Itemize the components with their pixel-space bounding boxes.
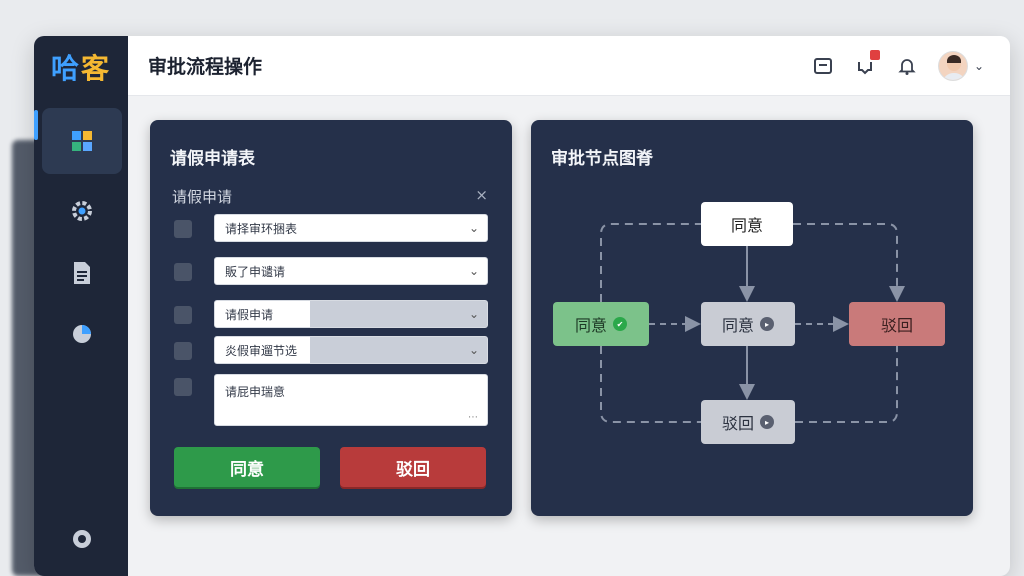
field-type-icon (174, 263, 192, 281)
checkbox[interactable] (174, 342, 192, 360)
flow-node-top[interactable]: 同意 (701, 202, 793, 246)
chevron-down-icon: ⌄ (468, 264, 479, 278)
page-title: 审批流程操作 (148, 56, 263, 78)
select-value: 请假申请 (225, 307, 274, 322)
chevron-down-icon: ⌄ (468, 343, 479, 357)
select-value: 販了申谴请 (225, 264, 286, 279)
sidebar-item-documents[interactable] (42, 240, 122, 306)
chevron-down-icon: ⌄ (468, 307, 479, 321)
select-value: 请择审环捆表 (225, 221, 298, 236)
form-panel-title: 请假申请表 (170, 149, 255, 169)
comment-icon (174, 378, 192, 396)
flow-panel-title: 审批节点图脊 (551, 149, 653, 169)
approval-flow-panel: 审批节点图脊 同意 同意 ✔ 同意 ▸ (531, 120, 973, 516)
flow-node-middle[interactable]: 同意 ▸ (701, 302, 795, 346)
approval-form-select[interactable]: 请择审环捆表 ⌄ (214, 214, 488, 242)
gear-icon (69, 198, 95, 224)
form-subtitle: 请假申请 (172, 188, 233, 206)
node-label: 驳回 (721, 414, 754, 433)
avatar[interactable] (937, 50, 968, 81)
user-settings-icon (69, 526, 95, 552)
node-label: 驳回 (880, 316, 913, 335)
bell-icon[interactable] (896, 55, 918, 77)
app-logo[interactable]: 哈客 (34, 36, 128, 98)
node-label: 同意 (730, 216, 763, 235)
flow-node-bottom[interactable]: 驳回 ▸ (701, 400, 795, 444)
applicant-select[interactable]: 販了申谴请 ⌄ (214, 257, 488, 285)
notification-task-icon[interactable] (854, 49, 880, 77)
field-type-icon (174, 220, 192, 238)
approval-node-select[interactable]: 炎假审遛节选 ⌄ (214, 336, 488, 364)
arrow-right-circle-icon: ▸ (760, 317, 774, 331)
message-icon[interactable] (812, 55, 834, 77)
top-header: 审批流程操作 ⌄ (128, 36, 1010, 96)
chevron-down-icon[interactable]: ⌄ (973, 58, 984, 73)
arrow-right-circle-icon: ▸ (760, 415, 774, 429)
header-actions: ⌄ (812, 49, 984, 81)
document-icon (69, 260, 95, 286)
resize-handle-icon[interactable]: ⋯ (468, 412, 479, 423)
approve-button[interactable]: 同意 (174, 447, 320, 487)
logo-char-1: 哈 (50, 52, 81, 85)
sidebar-item-settings[interactable] (42, 178, 122, 244)
chart-icon (69, 320, 95, 346)
reject-button[interactable]: 驳回 (340, 447, 486, 487)
textarea-value: 请屁申瑞意 (225, 385, 286, 399)
logo-char-2: 客 (81, 52, 112, 85)
select-value: 炎假审遛节选 (225, 343, 298, 358)
chevron-down-icon: ⌄ (468, 221, 479, 235)
checkbox[interactable] (174, 306, 192, 324)
dashboard-icon (69, 128, 95, 154)
sidebar: 哈客 (34, 36, 128, 576)
check-icon: ✔ (613, 317, 627, 331)
flow-node-rejected[interactable]: 驳回 (849, 302, 945, 346)
sidebar-item-reports[interactable] (42, 300, 122, 366)
sidebar-item-dashboard[interactable] (34, 108, 122, 174)
leave-form-panel: 请假申请表 请假申请 × 请择审环捆表 ⌄ 販了申谴请 ⌄ 请假申请 ⌄ 炎假审… (150, 120, 512, 516)
notification-badge (869, 49, 880, 60)
node-label: 同意 (574, 316, 607, 335)
flow-connectors (600, 223, 905, 423)
sidebar-item-profile[interactable] (42, 506, 122, 572)
close-icon[interactable]: × (475, 186, 488, 204)
node-label: 同意 (721, 316, 754, 335)
app-window: 哈客 (34, 36, 1010, 576)
leave-type-select[interactable]: 请假申请 ⌄ (214, 300, 488, 328)
comment-textarea[interactable]: 请屁申瑞意 ⋯ (214, 374, 488, 426)
flow-node-approved[interactable]: 同意 ✔ (553, 302, 649, 346)
